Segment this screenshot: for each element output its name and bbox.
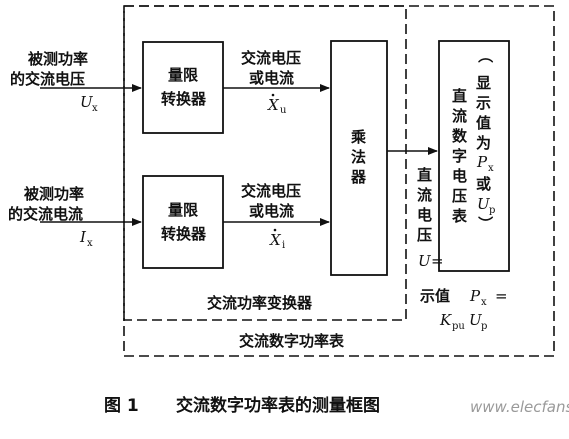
top-signal-line1: 交流电压 (241, 49, 301, 67)
range-converter-top-line1: 量限 (168, 66, 198, 84)
converter-group-label: 交流功率变换器 (207, 294, 313, 312)
bottom-signal-symbol: X (269, 231, 282, 249)
bottom-signal-line2: 或电流 (249, 202, 294, 220)
meter-px-sub: x (488, 163, 494, 174)
display-px-symbol: P (469, 287, 481, 305)
meter-paren-close: ） (476, 216, 494, 231)
top-signal-symbol: X (267, 96, 280, 114)
dc-voltage-char-2: 流 (417, 186, 432, 204)
voltage-input-symbol: U (80, 93, 94, 111)
voltage-input-sub: x (92, 103, 98, 114)
voltage-input-label-line2: 的交流电压 (10, 70, 85, 88)
display-u-symbol: U (469, 311, 483, 329)
display-k-sub: pu (452, 321, 465, 332)
bottom-signal-sub: i (282, 240, 285, 251)
meter-paren-char-2: 显 (476, 74, 491, 92)
range-converter-top-block (142, 41, 224, 134)
meter-paren-char-5: 为 (476, 134, 491, 152)
dc-voltage-eq: = (431, 252, 444, 270)
bottom-signal-phasor-dot (273, 228, 277, 232)
top-signal-line2: 或电流 (249, 69, 294, 87)
bottom-signal-line1: 交流电压 (241, 182, 301, 200)
meter-px-symbol: P (476, 153, 488, 171)
range-converter-bottom-line1: 量限 (168, 201, 198, 219)
current-input-sub: x (87, 238, 93, 249)
meter-char-6: 压 (452, 187, 467, 205)
meter-group-label: 交流数字功率表 (239, 332, 345, 350)
display-k-symbol: K (439, 311, 452, 329)
multiplier-block (330, 40, 388, 276)
figure-title: 交流数字功率表的测量框图 (176, 395, 380, 416)
range-converter-top-line2: 转换器 (161, 90, 207, 108)
current-input-symbol: I (79, 228, 87, 246)
meter-paren-char-4: 值 (476, 114, 491, 132)
dc-voltage-char-1: 直 (417, 166, 432, 184)
display-eq: = (495, 287, 508, 305)
meter-paren-char-3: 示 (476, 94, 491, 112)
multiplier-char-1: 乘 (350, 128, 366, 146)
display-u-sub: p (481, 321, 487, 332)
display-value-prefix: 示值 (420, 287, 450, 305)
meter-char-4: 字 (452, 147, 467, 165)
top-signal-phasor-dot (271, 93, 275, 97)
watermark: www.elecfans.com (470, 398, 569, 416)
dc-voltage-symbol: U (418, 252, 432, 270)
meter-paren-char-1: （ (476, 48, 494, 63)
current-input-label-line2: 的交流电流 (8, 205, 83, 223)
range-converter-bottom-line2: 转换器 (161, 225, 207, 243)
top-signal-sub: u (280, 105, 287, 116)
figure-number: 图 1 (104, 396, 139, 416)
dc-voltage-char-3: 电 (417, 206, 432, 224)
dc-voltage-char-4: 压 (417, 226, 432, 244)
range-converter-bottom-block (142, 175, 224, 269)
meter-char-2: 流 (452, 107, 467, 125)
multiplier-char-2: 法 (351, 148, 366, 166)
meter-char-3: 数 (452, 127, 468, 145)
meter-char-5: 电 (452, 167, 467, 185)
meter-group-box (123, 5, 555, 357)
dc-voltmeter-block (438, 40, 510, 272)
multiplier-char-3: 器 (350, 168, 367, 186)
voltage-input-label-line1: 被测功率 (28, 50, 88, 68)
current-input-label-line1: 被测功率 (24, 185, 84, 203)
meter-up-sub: p (489, 205, 495, 216)
meter-up-symbol: U (477, 195, 491, 213)
meter-char-1: 直 (452, 87, 467, 105)
meter-char-7: 表 (452, 207, 468, 225)
meter-or: 或 (476, 175, 491, 193)
display-px-sub: x (481, 297, 487, 308)
